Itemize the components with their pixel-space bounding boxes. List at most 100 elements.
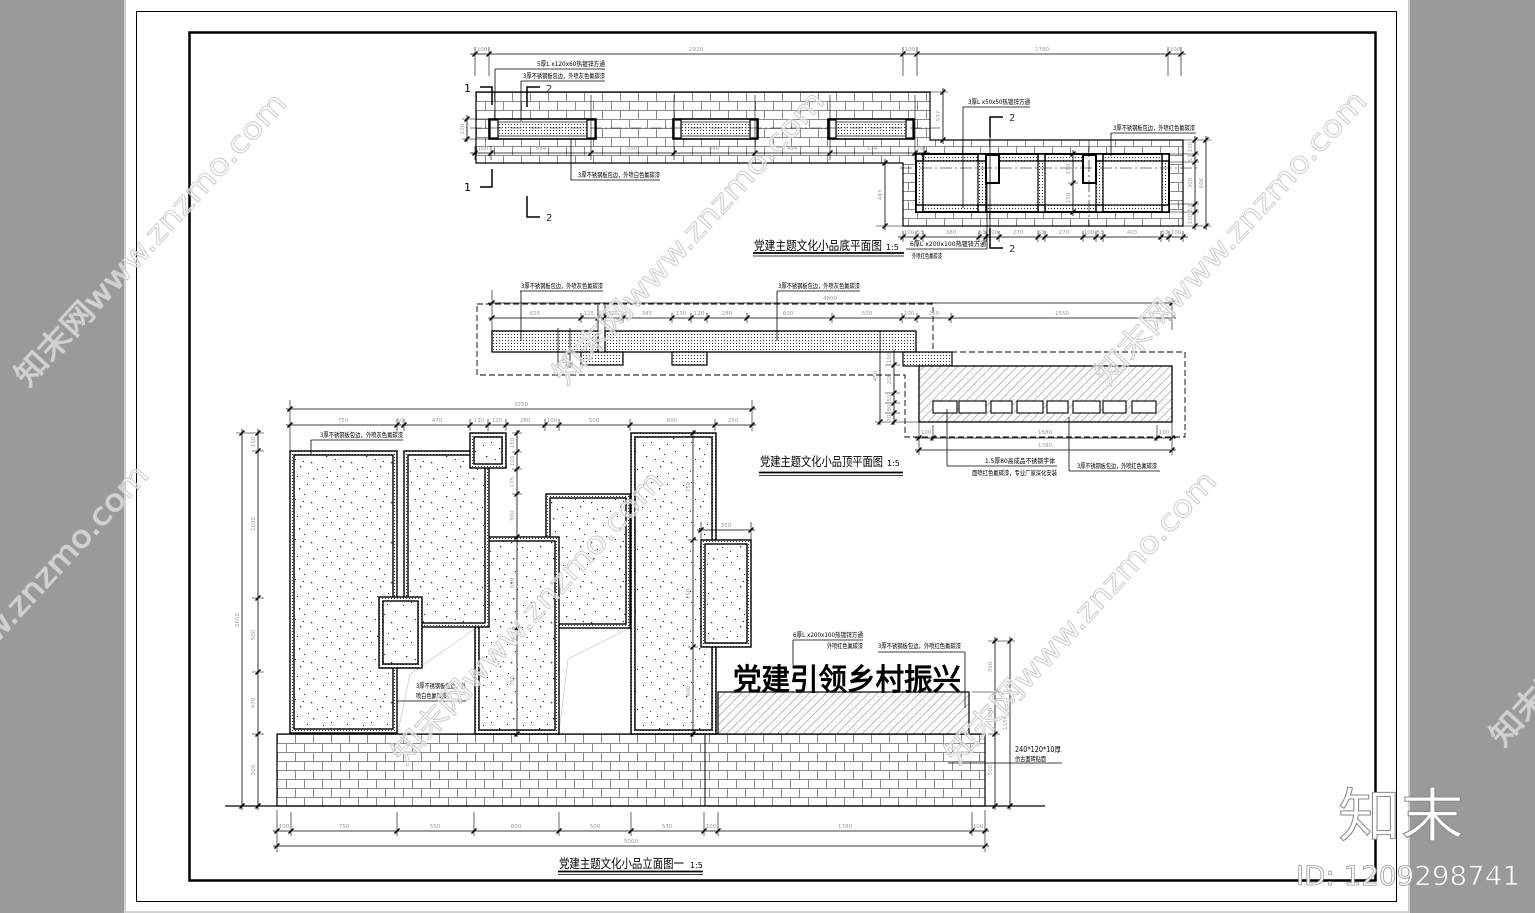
sign-base-plan [918,365,1173,423]
dim-label: 534 [867,146,878,152]
dim-label: 4800 [823,296,837,302]
dim-label: 500 [988,764,994,775]
note-edge-gray: 3厚不锈钢板包边，外喷灰色氟碳漆 [523,71,605,80]
dim-label: 350 [721,523,732,529]
dim-label: 150 [1066,163,1072,174]
wall-frame-2 [672,118,759,140]
note-edge-red: 3厚不锈钢板包边，外喷红色氟碳漆 [1077,461,1157,470]
elevation-notes: 3厚不锈钢板包边，外喷灰色氟碳漆 3厚不锈钢板包边，外 喷白色氟碳漆 6厚L x… [310,430,1062,764]
dim-label: 50 [887,394,893,401]
note-edge-gray: 3厚不锈钢板包边，外喷灰色氟碳漆 [778,281,860,290]
dim-label: 100 [563,353,569,364]
plan-top-drawing: 4800 625 125 50 125 345 130 120 280 600 … [476,281,1186,477]
note-tile-type: 仿古面砖贴面 [1015,754,1046,763]
dim-label: 100 [988,230,999,236]
dim-label: 1780 [838,824,852,830]
dim-label: 120 [694,311,705,317]
brick-base [276,733,986,807]
dim-label: 100 [1171,230,1182,236]
dim-label: 175 [510,476,516,487]
dim-label: 500 [251,764,257,775]
dim-label: 150 [251,436,257,447]
letter-slots [932,400,1157,414]
watermark-text: 知末网www.znzmo.com [1483,446,1535,753]
dim-label: 2920 [689,47,703,53]
dim-label: 470 [432,418,443,424]
dim-label: 100 [1084,230,1095,236]
dim-label: 53 [1097,230,1104,236]
dim-label: 300 [510,510,516,521]
dim-label: 80 [887,404,893,411]
dim-label: 600 [783,311,794,317]
dim-label: 600 [667,418,678,424]
elevation-drawing: 党建引领乡村振兴 3250 750 50 470 130 120 280 100… [225,400,1062,875]
dim-label: 300 [1188,177,1194,188]
right-frame [915,153,1170,213]
dim-label: 100 [904,311,915,317]
note-tube-120: 5厚L x120x60热镀锌方通 [537,59,605,68]
dim-label: 100 [905,47,916,53]
dim-label: 100 [1188,213,1194,224]
note-tube-200: 6厚L x200x100热镀锌方通 [910,239,986,248]
elevation-title: 党建主题文化小品立面图一 1:5 [558,856,703,875]
dim-label: 350 [988,661,994,672]
panel-7 [378,596,423,669]
dim-label: 1030 [251,517,257,531]
dim-label: 100 [478,146,489,152]
note-letters-paint: 面喷红色氟碳漆，专业厂家深化安装 [972,468,1057,477]
top-block [671,351,708,366]
dim-label: 270 [1059,230,1070,236]
plan-top-dimensions: 4800 625 125 50 125 345 130 120 280 600 … [488,290,1176,455]
drawing-title: 党建主题文化小品立面图一 [559,856,684,871]
dim-label: 150 [1066,192,1072,203]
note-edge-red: 3厚不锈钢板包边，外喷红色氟碳漆 [878,641,961,650]
dim-label: 1780 [1038,443,1052,449]
dim-label: 1550 [1055,311,1069,317]
plate-break [597,305,606,352]
dim-label: 500 [589,418,600,424]
note-letters: 1.5厚80高成品不锈钢字体 [985,456,1055,465]
note-edge-white: 3厚不锈钢板包边，外喷白色氟碳漆 [578,170,660,179]
drawing-scale: 1:5 [690,861,703,870]
top-block [902,351,953,367]
reflection-lines [397,627,631,734]
dim-label: 3250 [514,402,528,408]
note-tile-size: 240*120*10厚 [1015,745,1061,754]
dim-label: 584 [536,146,547,152]
dim-label: 550 [430,824,441,830]
dim-label: 53 [1188,154,1194,161]
dim-label: 100 [1170,47,1181,53]
dim-label: 120 [510,455,516,466]
dim-label: 625 [530,311,541,317]
dim-label: 2650 [235,613,241,627]
dim-label: 1580 [1038,430,1052,436]
note-tube-200-paint: 外喷红色氟碳漆 [912,251,942,260]
plan-bottom-notes: 5厚L x120x60热镀锌方通 3厚不锈钢板包边，外喷灰色氟碳漆 3厚不锈钢板… [494,59,1196,260]
elevation-dimensions: 3250 750 50 470 130 120 280 100 500 600 … [235,400,1015,852]
dim-label: 100 [279,824,290,830]
dim-label: 750 [338,418,349,424]
dim-label: 150 [510,437,516,448]
dim-label: 500 [251,629,257,640]
drawing-scale: 1:5 [887,459,900,468]
sheet-inner-border [188,31,1377,882]
section-markers: 1 1 2 2 2 2 [464,82,1015,255]
dim-label: 300 [988,707,994,718]
sign-slogan-text: 党建引领乡村振兴 [733,663,961,698]
dim-label: 530 [662,824,673,830]
section-mark: 2 [1009,244,1015,255]
dim-label: 53 [979,230,986,236]
dim-label: 600 [686,685,692,696]
dim-label: 53 [1162,230,1169,236]
dim-label: 450 [873,370,879,381]
dim-label: 1154 [1003,716,1009,730]
dim-label: 100 [904,230,915,236]
dim-label: 345 [642,311,653,317]
section-mark: 2 [546,213,552,224]
plan-top-notes: 3厚不锈钢板包边，外喷灰色氟碳漆 3厚不锈钢板包边，外喷灰色氟碳漆 1.5厚80… [520,281,1160,477]
top-plate-right [604,330,917,353]
drawing-title: 党建主题文化小品顶平面图 [760,454,883,469]
panel-6 [700,539,752,648]
dim-label: 537 [936,110,942,121]
